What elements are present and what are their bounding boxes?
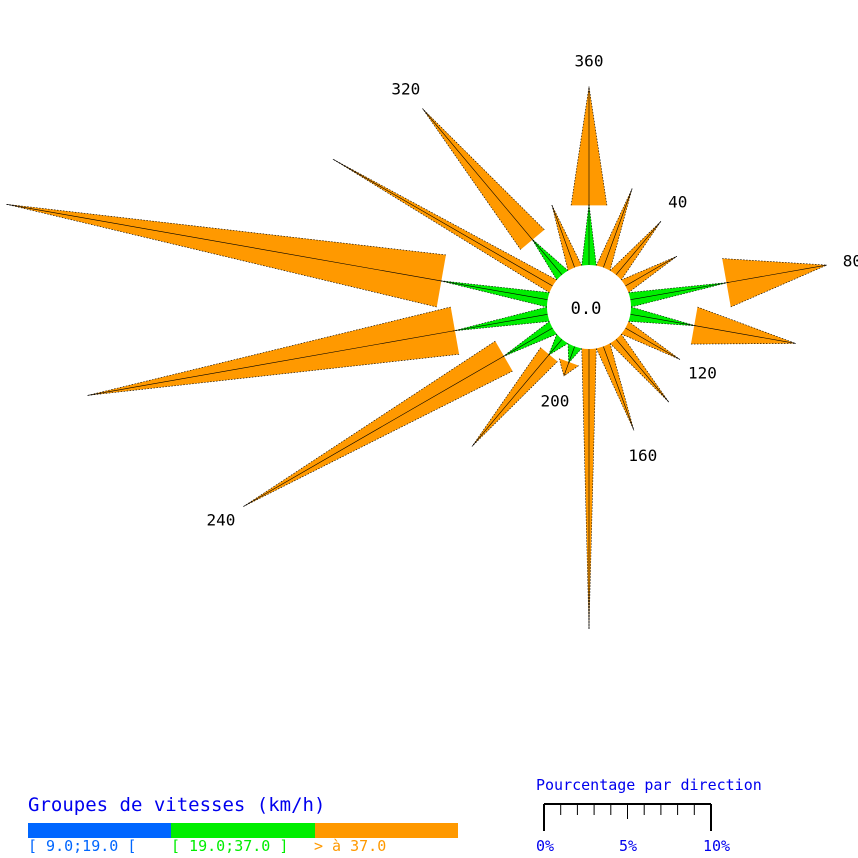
scale-label-0: 0% bbox=[536, 837, 555, 855]
rose-petal-80-series-2 bbox=[722, 258, 827, 308]
rose-petal-120-series-2 bbox=[621, 321, 681, 360]
rose-petal-40-series-2 bbox=[609, 220, 662, 281]
direction-label-360: 360 bbox=[575, 52, 604, 71]
direction-label-160: 160 bbox=[628, 446, 657, 465]
rose-petal-0-series-1 bbox=[581, 203, 597, 266]
legend-label-high: > à 37.0 bbox=[314, 837, 387, 855]
rose-petal-100-series-2 bbox=[690, 306, 796, 345]
rose-petal-180-series-2 bbox=[581, 348, 597, 630]
rose-center-label: 0.0 bbox=[571, 299, 602, 319]
direction-label-200: 200 bbox=[541, 391, 570, 410]
rose-petal-200-series-2 bbox=[558, 358, 579, 377]
direction-label-120: 120 bbox=[688, 364, 717, 383]
rose-petal-80-series-1 bbox=[628, 282, 729, 308]
rose-petal-260-series-2 bbox=[87, 306, 460, 396]
legend-label-mid: [ 19.0;37.0 ] bbox=[171, 837, 289, 855]
direction-label-240: 240 bbox=[206, 511, 235, 530]
legend-swatch-high bbox=[314, 823, 458, 838]
rose-petal-160-series-2 bbox=[596, 343, 635, 431]
direction-label-40: 40 bbox=[668, 192, 687, 211]
rose-petal-280-series-2 bbox=[6, 203, 446, 308]
rose-petal-0-series-2 bbox=[570, 86, 608, 206]
rose-center-circle bbox=[547, 265, 631, 349]
rose-petal-220-series-2 bbox=[471, 347, 558, 447]
rose-petal-340-series-2 bbox=[551, 204, 582, 271]
rose-petal-20-series-2 bbox=[596, 188, 633, 271]
legend-color-bar bbox=[28, 823, 458, 838]
scale-label-5: 5% bbox=[619, 837, 638, 855]
rose-petal-100-series-1 bbox=[628, 306, 696, 327]
direction-label-320: 320 bbox=[391, 80, 420, 99]
scale-label-10: 10% bbox=[703, 837, 731, 855]
rose-petal-320-series-2 bbox=[422, 108, 545, 250]
rose-petal-240-series-2 bbox=[243, 340, 513, 507]
rose-petal-240-series-1 bbox=[502, 321, 557, 358]
rose-petal-200-series-1 bbox=[567, 343, 582, 364]
rose-petal-60-series-2 bbox=[621, 255, 678, 293]
percent-scale-ruler bbox=[543, 803, 712, 831]
legend-swatch-mid bbox=[171, 823, 315, 838]
legend-swatch-low bbox=[28, 823, 172, 838]
rose-petal-140-series-2 bbox=[609, 333, 670, 403]
scale-title: Pourcentage par direction bbox=[536, 776, 762, 794]
rose-petal-260-series-1 bbox=[452, 306, 550, 332]
legend-title: Groupes de vitesses (km/h) bbox=[28, 794, 326, 816]
rose-petal-280-series-1 bbox=[438, 280, 550, 308]
legend-label-low: [ 9.0;19.0 [ bbox=[28, 837, 137, 855]
rose-petal-320-series-1 bbox=[531, 238, 569, 281]
rose-petal-300-series-2 bbox=[332, 158, 557, 293]
direction-label-80: 80 bbox=[843, 252, 858, 271]
